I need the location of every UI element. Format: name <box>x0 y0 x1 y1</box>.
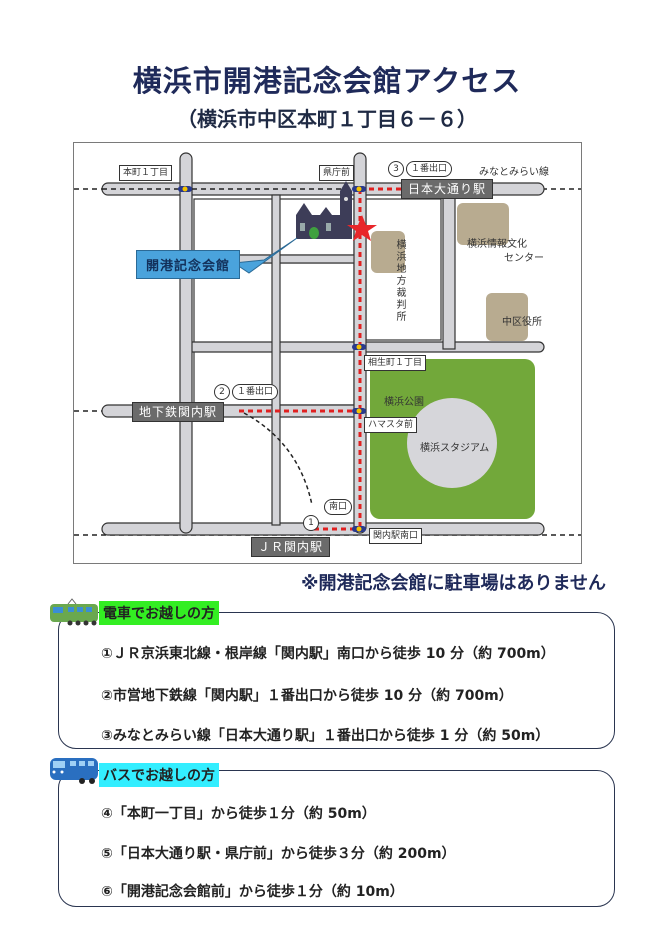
train-icon <box>50 598 98 626</box>
bus-stop-kenchomae: 県庁前 <box>319 165 355 181</box>
station-jr-kannai: ＪＲ関内駅 <box>251 537 331 557</box>
exit-3-label: １番出口 <box>406 161 453 177</box>
bus-stop-kannai-minamiguchi: 関内駅南口 <box>369 528 423 544</box>
bus-section-heading: バスでお越しの方 <box>99 763 219 787</box>
exit-3-marker: 3 <box>388 161 404 177</box>
landmark-ward-office: 中区役所 <box>502 317 542 328</box>
exit-1-label: 南口 <box>324 499 353 515</box>
train-route-1: ①ＪＲ京浜東北線・根岸線「関内駅」南口から徒歩 10 分（約 700m） <box>101 646 555 662</box>
train-access-section: ①ＪＲ京浜東北線・根岸線「関内駅」南口から徒歩 10 分（約 700m） ②市営… <box>58 612 615 749</box>
landmark-park: 横浜公園 <box>384 397 424 408</box>
landmark-joho-center-1: 横浜情報文化 <box>467 239 527 250</box>
bus-route-6: ⑥「開港記念会館前」から徒歩１分（約 10m） <box>101 884 404 900</box>
train-route-2: ②市営地下鉄線「関内駅」１番出口から徒歩 10 分（約 700m） <box>101 688 513 704</box>
landmark-joho-center-2: センター <box>504 253 544 264</box>
bus-stop-hamasuta: ハマスタ前 <box>364 417 418 433</box>
bus-stop-honcho: 本町１丁目 <box>119 165 173 181</box>
address: （横浜市中区本町１丁目６－６） <box>177 107 477 131</box>
page-title: 横浜市開港記念会館アクセス <box>132 64 522 98</box>
destination-star-icon <box>347 215 377 241</box>
landmark-court: 横浜地方裁判所 <box>394 239 405 323</box>
bus-route-5: ⑤「日本大通り駅・県庁前」から徒歩３分（約 200m） <box>101 846 456 862</box>
hall-callout: 開港記念会館 <box>136 250 241 279</box>
bus-access-section: ④「本町一丁目」から徒歩１分（約 50m） ⑤「日本大通り駅・県庁前」から徒歩３… <box>58 770 615 907</box>
station-nihon-odori: 日本大通り駅 <box>401 179 494 199</box>
station-subway-kannai: 地下鉄関内駅 <box>132 402 225 422</box>
access-map: 本町１丁目 県庁前 相生町１丁目 ハマスタ前 関内駅南口 日本大通り駅 地下鉄関… <box>73 142 582 564</box>
exit-1-marker: 1 <box>303 515 319 531</box>
train-section-heading: 電車でお越しの方 <box>99 601 219 625</box>
bus-icon <box>50 758 98 784</box>
minatomirai-line-label: みなとみらい線 <box>479 167 549 178</box>
exit-2-label: １番出口 <box>232 384 279 400</box>
parking-notice: ※開港記念会館に駐車場はありません <box>301 573 606 594</box>
exit-2-marker: 2 <box>214 384 230 400</box>
train-route-3: ③みなとみらい線「日本大通り駅」１番出口から徒歩 1 分（約 50m） <box>101 728 550 744</box>
landmark-stadium: 横浜スタジアム <box>420 443 490 454</box>
hall-building-icon <box>296 181 352 239</box>
bus-stop-aioicho: 相生町１丁目 <box>364 355 427 371</box>
bus-route-4: ④「本町一丁目」から徒歩１分（約 50m） <box>101 806 376 822</box>
